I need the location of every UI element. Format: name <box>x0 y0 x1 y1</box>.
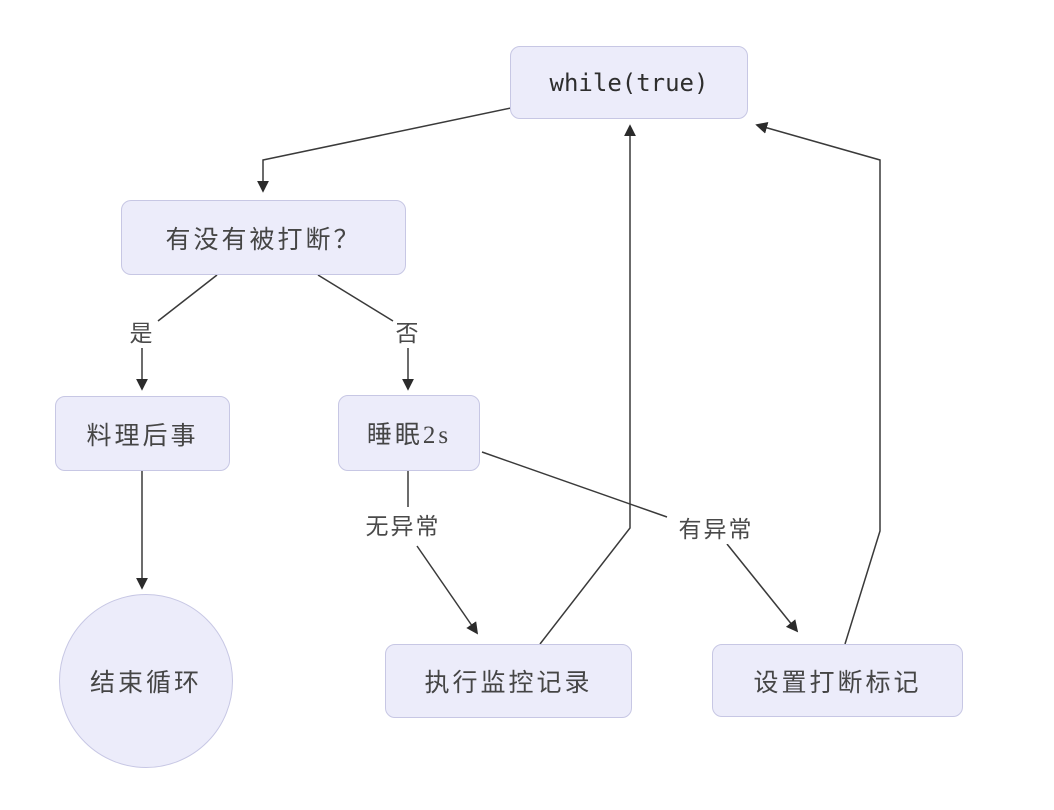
edge-label-no: 否 <box>393 314 423 348</box>
node-interrupted-check: 有没有被打断？ <box>121 200 406 275</box>
node-sleep-2s: 睡眠2s <box>338 395 480 471</box>
edge-setflag-to-while <box>755 122 881 645</box>
edge-exception-label-to-setflag <box>726 543 799 633</box>
edge-label-has-exception: 有异常 <box>676 510 756 544</box>
edge-noexception-label-to-monitor <box>416 545 479 635</box>
node-while-true: while(true) <box>510 46 748 119</box>
edge-interrupted-check-to-yes-label <box>157 274 218 322</box>
edge-label-no-exception: 无异常 <box>363 507 443 541</box>
node-cleanup: 料理后事 <box>55 396 230 471</box>
edge-interrupted-check-to-no-label <box>317 274 394 322</box>
node-interrupted-check-label: 有没有被打断？ <box>165 226 362 254</box>
node-set-interrupt-flag: 设置打断标记 <box>712 644 963 717</box>
node-monitor-log: 执行监控记录 <box>385 644 632 718</box>
node-cleanup-label: 料理后事 <box>86 422 199 450</box>
node-monitor-log-label: 执行监控记录 <box>424 670 593 697</box>
edge-label-yes: 是 <box>127 314 157 348</box>
node-while-true-label: while(true) <box>549 68 709 97</box>
edge-monitor-to-while <box>539 124 636 645</box>
node-sleep-2s-label: 睡眠2s <box>366 422 452 449</box>
edge-while-to-interrupted-check <box>257 107 512 193</box>
node-set-interrupt-flag-label: 设置打断标记 <box>753 669 922 697</box>
node-end-loop: 结束循环 <box>59 594 233 768</box>
edge-sleep-to-exception-label <box>481 451 668 518</box>
node-end-loop-label: 结束循环 <box>89 670 202 697</box>
